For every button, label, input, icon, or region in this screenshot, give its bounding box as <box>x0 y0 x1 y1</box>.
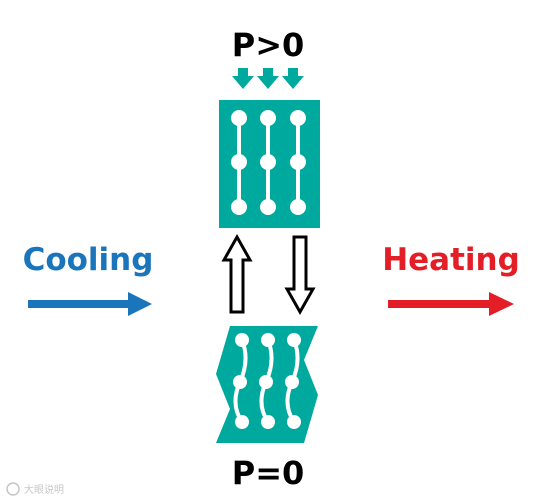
watermark-logo-icon <box>6 482 20 496</box>
watermark-text: 大眼说明 <box>24 483 64 496</box>
watermark: 大眼说明 <box>6 482 64 496</box>
down-arrow-icon <box>257 68 279 89</box>
chain-bead <box>231 199 247 215</box>
cooling-arrow <box>28 292 152 316</box>
relaxed-beads <box>233 333 301 429</box>
chain-bead <box>235 333 249 347</box>
chain-bead <box>231 110 247 126</box>
chain-bead <box>259 375 273 389</box>
compressed-chains <box>231 110 306 215</box>
down-arrow-icon <box>232 68 254 89</box>
compressed-block <box>219 100 320 228</box>
cooling-label: Cooling <box>23 242 154 278</box>
chain-bead <box>290 110 306 126</box>
top-pressure-label: P>0 <box>232 26 305 64</box>
chain-bead <box>287 415 301 429</box>
chain-bead <box>261 333 275 347</box>
chain-bead <box>290 199 306 215</box>
chain-bead <box>260 199 276 215</box>
heating-arrow <box>388 292 514 316</box>
down-arrow-icon <box>282 68 304 89</box>
press-arrows <box>232 68 304 89</box>
hollow-down-arrow-icon <box>284 235 316 316</box>
chain-bead <box>285 375 299 389</box>
chain-bead <box>260 154 276 170</box>
chain-bead <box>233 375 247 389</box>
hollow-up-arrow-icon <box>221 233 253 314</box>
heating-label: Heating <box>382 242 520 278</box>
chain-bead <box>231 154 247 170</box>
chain-bead <box>260 110 276 126</box>
chain-bead <box>290 154 306 170</box>
bottom-pressure-label: P=0 <box>232 454 305 492</box>
relaxed-block <box>216 326 318 443</box>
chain-bead <box>261 415 275 429</box>
chain-bead <box>287 333 301 347</box>
chain-bead <box>235 415 249 429</box>
